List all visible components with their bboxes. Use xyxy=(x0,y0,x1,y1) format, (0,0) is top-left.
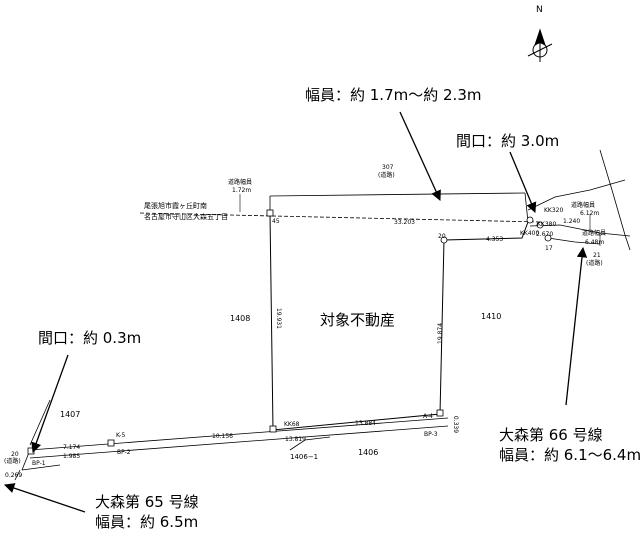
lot-1410: 1410 xyxy=(481,312,502,321)
parcel-1406-divider xyxy=(289,436,331,451)
mark-kk68: KK68 xyxy=(284,421,300,428)
width-measure-lines xyxy=(239,194,601,246)
road-21-number: 21 xyxy=(593,252,601,259)
road-20-tag: (道路) xyxy=(4,458,21,465)
route-66-width: 幅員：約 6.1〜6.4m xyxy=(499,446,640,464)
mark-bp3: BP-3 xyxy=(424,431,438,438)
lot-1408: 1408 xyxy=(230,314,251,323)
subject-parcel-outline xyxy=(269,213,529,431)
road-20-number: 20 xyxy=(11,451,19,458)
route-65-name: 大森第 65 号線 xyxy=(95,493,199,511)
north-arrow-icon xyxy=(527,28,553,62)
road-21-tag: (道路) xyxy=(586,260,603,267)
road-307-width-annotation: 幅員：約 1.7m〜約 2.3m xyxy=(305,86,482,104)
width-measure-top-label: 道路幅員 xyxy=(228,179,253,186)
distance-sw: 1.985 xyxy=(63,453,81,460)
north-label: N xyxy=(536,5,543,15)
mark-kk400: KK400 xyxy=(520,230,540,237)
road-21-lines xyxy=(527,149,631,251)
mark-k5: K-5 xyxy=(116,432,126,439)
mark-a4: A-4 xyxy=(423,413,433,420)
survey-points xyxy=(27,209,552,455)
width-measure-right2-value: 6.48m xyxy=(585,239,605,246)
lot-1407: 1407 xyxy=(60,410,81,419)
left-boundary-lines xyxy=(14,399,51,481)
distance-west: 19.931 xyxy=(274,307,282,329)
route-66-name: 大森第 66 号線 xyxy=(499,426,603,444)
distance-mid-bottom: 10.156 xyxy=(212,433,233,440)
subject-property-label: 対象不動産 xyxy=(320,311,396,329)
callout-arrows xyxy=(4,111,588,513)
lot-1406: 1406 xyxy=(358,448,379,457)
distance-right-seg: 4.353 xyxy=(486,236,504,243)
frontage-left-annotation: 間口：約 0.3m xyxy=(38,329,142,347)
road-307-lines xyxy=(139,192,541,223)
width-measure-right1-value: 6.12m xyxy=(580,210,600,217)
road-307-tag: (道路) xyxy=(378,172,395,179)
mark-bp1: BP-1 xyxy=(32,460,46,467)
road-65-lines xyxy=(21,417,449,471)
route-65-width: 幅員：約 6.5m xyxy=(95,513,199,531)
distance-1240: 1.240 xyxy=(563,218,581,225)
distance-bottom-mid: 13.819 xyxy=(285,436,306,443)
distance-2670: 2.670 xyxy=(536,231,554,238)
distance-east: 19.874 xyxy=(437,322,445,344)
distance-bottom-left: 7.174 xyxy=(63,444,81,451)
mark-kk380: KK380 xyxy=(537,221,557,228)
nagoya-boundary-label: 名古屋市守山区大森五丁目 xyxy=(144,213,228,221)
width-measure-right2-label: 道路幅員 xyxy=(582,230,607,237)
distance-bottom-right: 13.884 xyxy=(355,420,376,427)
width-measure-right1-label: 道路幅員 xyxy=(571,202,596,209)
lot-1406-1: 1406−1 xyxy=(290,453,319,461)
mark-17: 17 xyxy=(545,245,553,252)
distance-top: 33.203 xyxy=(394,219,415,226)
distance-right-side: 0.339 xyxy=(452,415,460,434)
mark-20: 20 xyxy=(438,233,446,240)
width-measure-top-value: 1.72m xyxy=(232,187,252,194)
owariasahi-boundary-label: 尾張旭市霞ヶ丘町南 xyxy=(144,202,207,210)
road-307-number: 307 xyxy=(382,164,394,171)
frontage-top-annotation: 間口：約 3.0m xyxy=(456,132,560,150)
distance-0269: 0.269 xyxy=(5,472,23,479)
mark-kk320: KK320 xyxy=(544,207,564,214)
mark-45: 45 xyxy=(272,218,280,225)
mark-bp2: BP-2 xyxy=(117,449,131,456)
